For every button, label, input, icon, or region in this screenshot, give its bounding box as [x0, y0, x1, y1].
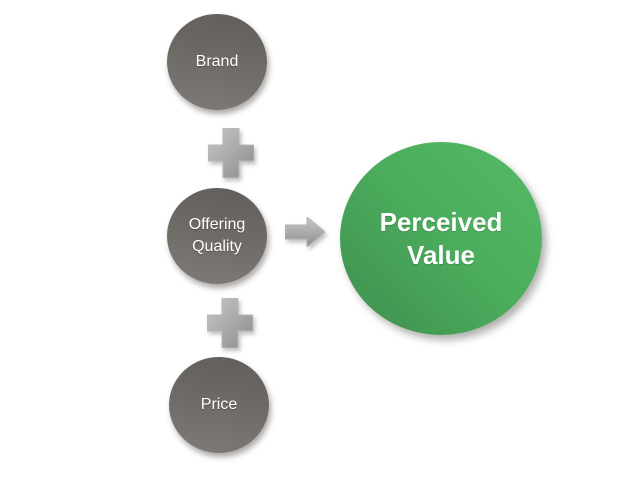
price-label: Price — [200, 396, 238, 414]
plus-icon — [208, 128, 254, 178]
price-circle: Price — [169, 357, 269, 453]
right-arrow-icon — [285, 217, 325, 247]
offering-quality-circle: Offering Quality — [167, 188, 267, 284]
brand-circle: Brand — [167, 14, 267, 110]
perceived-value-circle: Perceived Value — [340, 142, 542, 335]
plus-icon — [207, 298, 253, 348]
perceived-value-label: Perceived Value — [379, 207, 503, 270]
brand-label: Brand — [195, 53, 239, 71]
offering-quality-label: Offering Quality — [188, 216, 246, 255]
